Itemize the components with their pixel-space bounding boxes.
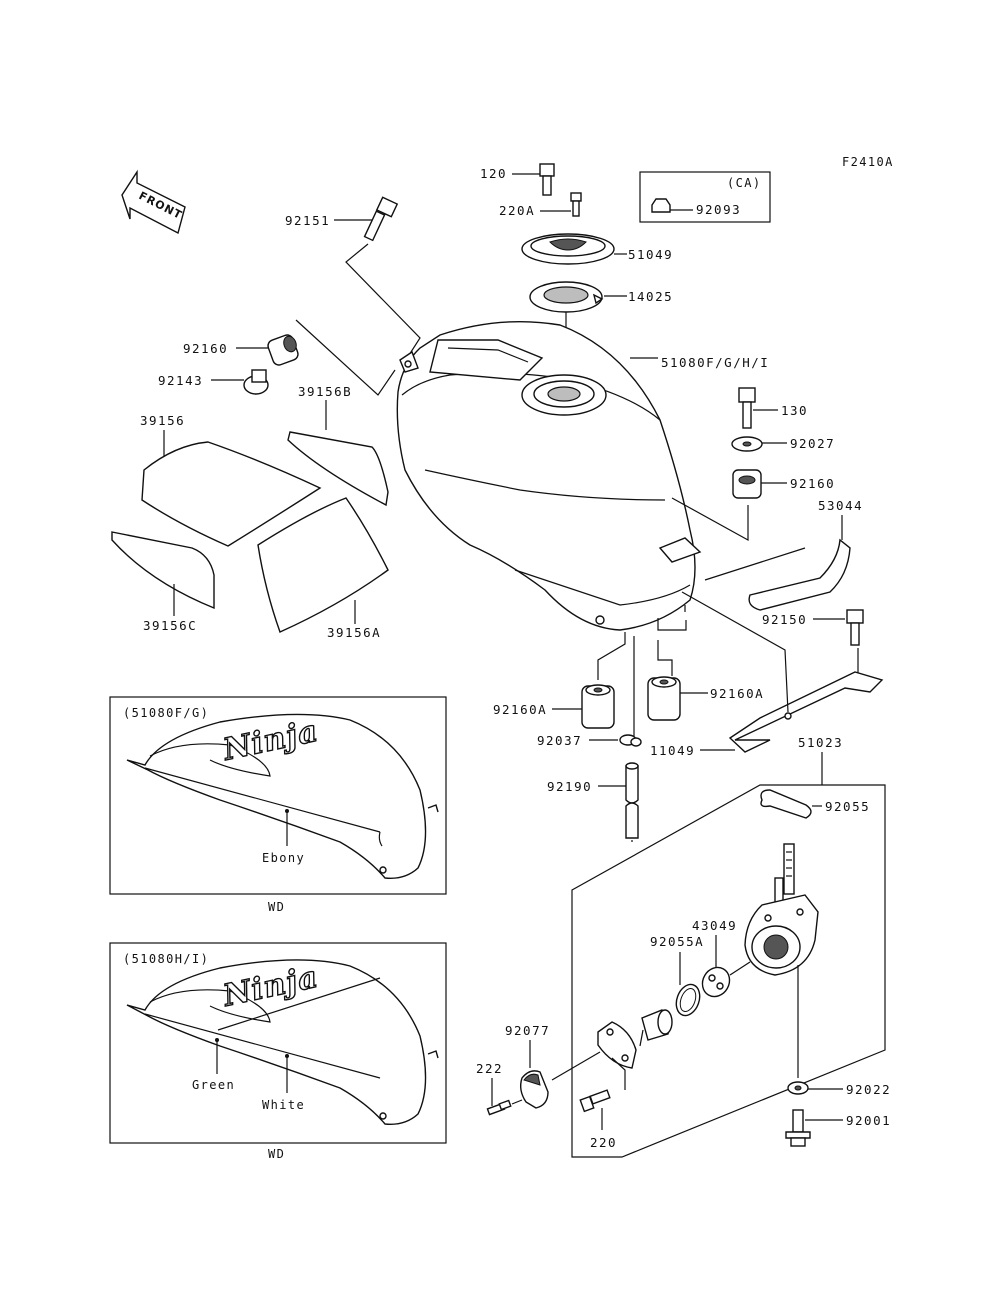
grommet-92160-icon — [267, 334, 299, 366]
inset-fg-title: (51080F/G) — [123, 706, 209, 720]
bolt-92150-icon — [846, 609, 864, 646]
inset-51080-hi: (51080H/I) Ninja Green White — [109, 942, 447, 1144]
part-51049-label: 51049 — [628, 247, 673, 262]
part-92037-label: 92037 — [537, 733, 582, 748]
fuel-cock-body-icon — [744, 843, 819, 976]
pad-39156-icon — [141, 441, 322, 547]
part-39156A-label: 39156A — [327, 625, 381, 640]
damper-92160A-left-icon — [581, 684, 615, 729]
part-92160-top-label: 92160 — [183, 341, 228, 356]
seal-43049-icon — [701, 966, 731, 998]
bracket-11049-icon — [728, 671, 884, 753]
part-92022-label: 92022 — [846, 1082, 891, 1097]
part-43049-label: 43049 — [692, 918, 737, 933]
inset-hi-caption: WD — [268, 1147, 285, 1161]
inset-hi-title: (51080H/I) — [123, 952, 209, 966]
part-120-label: 120 — [480, 166, 507, 181]
inset-51080-fg: (51080F/G) Ninja Ebony — [109, 696, 447, 895]
fuel-cap-51049-icon — [521, 233, 615, 265]
pad-39156C-icon — [111, 531, 215, 610]
part-92001-label: 92001 — [846, 1113, 891, 1128]
bolt-92151-icon — [363, 196, 399, 242]
part-39156C-label: 39156C — [143, 618, 197, 633]
nut-icon — [651, 198, 671, 213]
gasket-14025-icon — [529, 281, 604, 313]
part-92055-label: 92055 — [825, 799, 870, 814]
lever-shaft-icon — [641, 1009, 673, 1041]
gasket-92055-icon — [760, 789, 812, 819]
part-92160-right-label: 92160 — [790, 476, 835, 491]
pad-39156A-icon — [257, 497, 389, 633]
part-14025-label: 14025 — [628, 289, 673, 304]
inset-fg-color-ebony: Ebony — [262, 851, 305, 865]
ca-box: (CA) 92093 — [639, 171, 771, 223]
part-51080-label: 51080F/G/H/I — [661, 355, 769, 370]
part-92160A-right-label: 92160A — [710, 686, 764, 701]
damper-92160A-right-icon — [647, 676, 681, 721]
collar-92143-icon — [243, 369, 269, 395]
bolt-120-icon — [539, 163, 555, 196]
strip-53044-icon — [748, 538, 851, 611]
part-92150-label: 92150 — [762, 612, 807, 627]
part-92143-label: 92143 — [158, 373, 203, 388]
part-39156B-label: 39156B — [298, 384, 352, 399]
inset-hi-color-white: White — [262, 1098, 305, 1112]
pad-39156B-icon — [287, 431, 389, 507]
figure-code: F2410A — [842, 155, 894, 169]
fuel-tank-51080-icon — [396, 320, 702, 631]
part-92160A-left-label: 92160A — [493, 702, 547, 717]
part-222-label: 222 — [476, 1061, 503, 1076]
part-11049-label: 11049 — [650, 743, 695, 758]
grommet-92160-right-icon — [732, 469, 762, 499]
part-92027-label: 92027 — [790, 436, 835, 451]
part-130-label: 130 — [781, 403, 808, 418]
inset-fg-caption: WD — [268, 900, 285, 914]
part-92055A-label: 92055A — [650, 934, 704, 949]
part-92093-label: 92093 — [696, 202, 741, 217]
front-arrow-icon: FRONT — [121, 169, 186, 235]
part-92190-label: 92190 — [547, 779, 592, 794]
ca-label: (CA) — [727, 176, 762, 190]
part-92151-label: 92151 — [285, 213, 330, 228]
part-92077-label: 92077 — [505, 1023, 550, 1038]
part-53044-label: 53044 — [818, 498, 863, 513]
part-51023-label: 51023 — [798, 735, 843, 750]
part-39156-label: 39156 — [140, 413, 185, 428]
bolt-92001-icon — [785, 1109, 811, 1147]
screw-222-icon — [486, 1099, 512, 1116]
plate-icon — [597, 1021, 637, 1069]
inset-hi-color-green: Green — [192, 1078, 235, 1092]
bolt-130-icon — [738, 387, 756, 429]
assembly-51023-frame — [571, 784, 886, 1158]
screw-220A-icon — [570, 192, 582, 217]
knob-92077-icon — [519, 1070, 549, 1109]
hose-92190-icon — [625, 762, 639, 842]
part-220A-label: 220A — [499, 203, 535, 218]
part-220-label: 220 — [590, 1135, 617, 1150]
screw-220-icon — [579, 1089, 611, 1113]
clip-92037-icon — [619, 734, 642, 747]
